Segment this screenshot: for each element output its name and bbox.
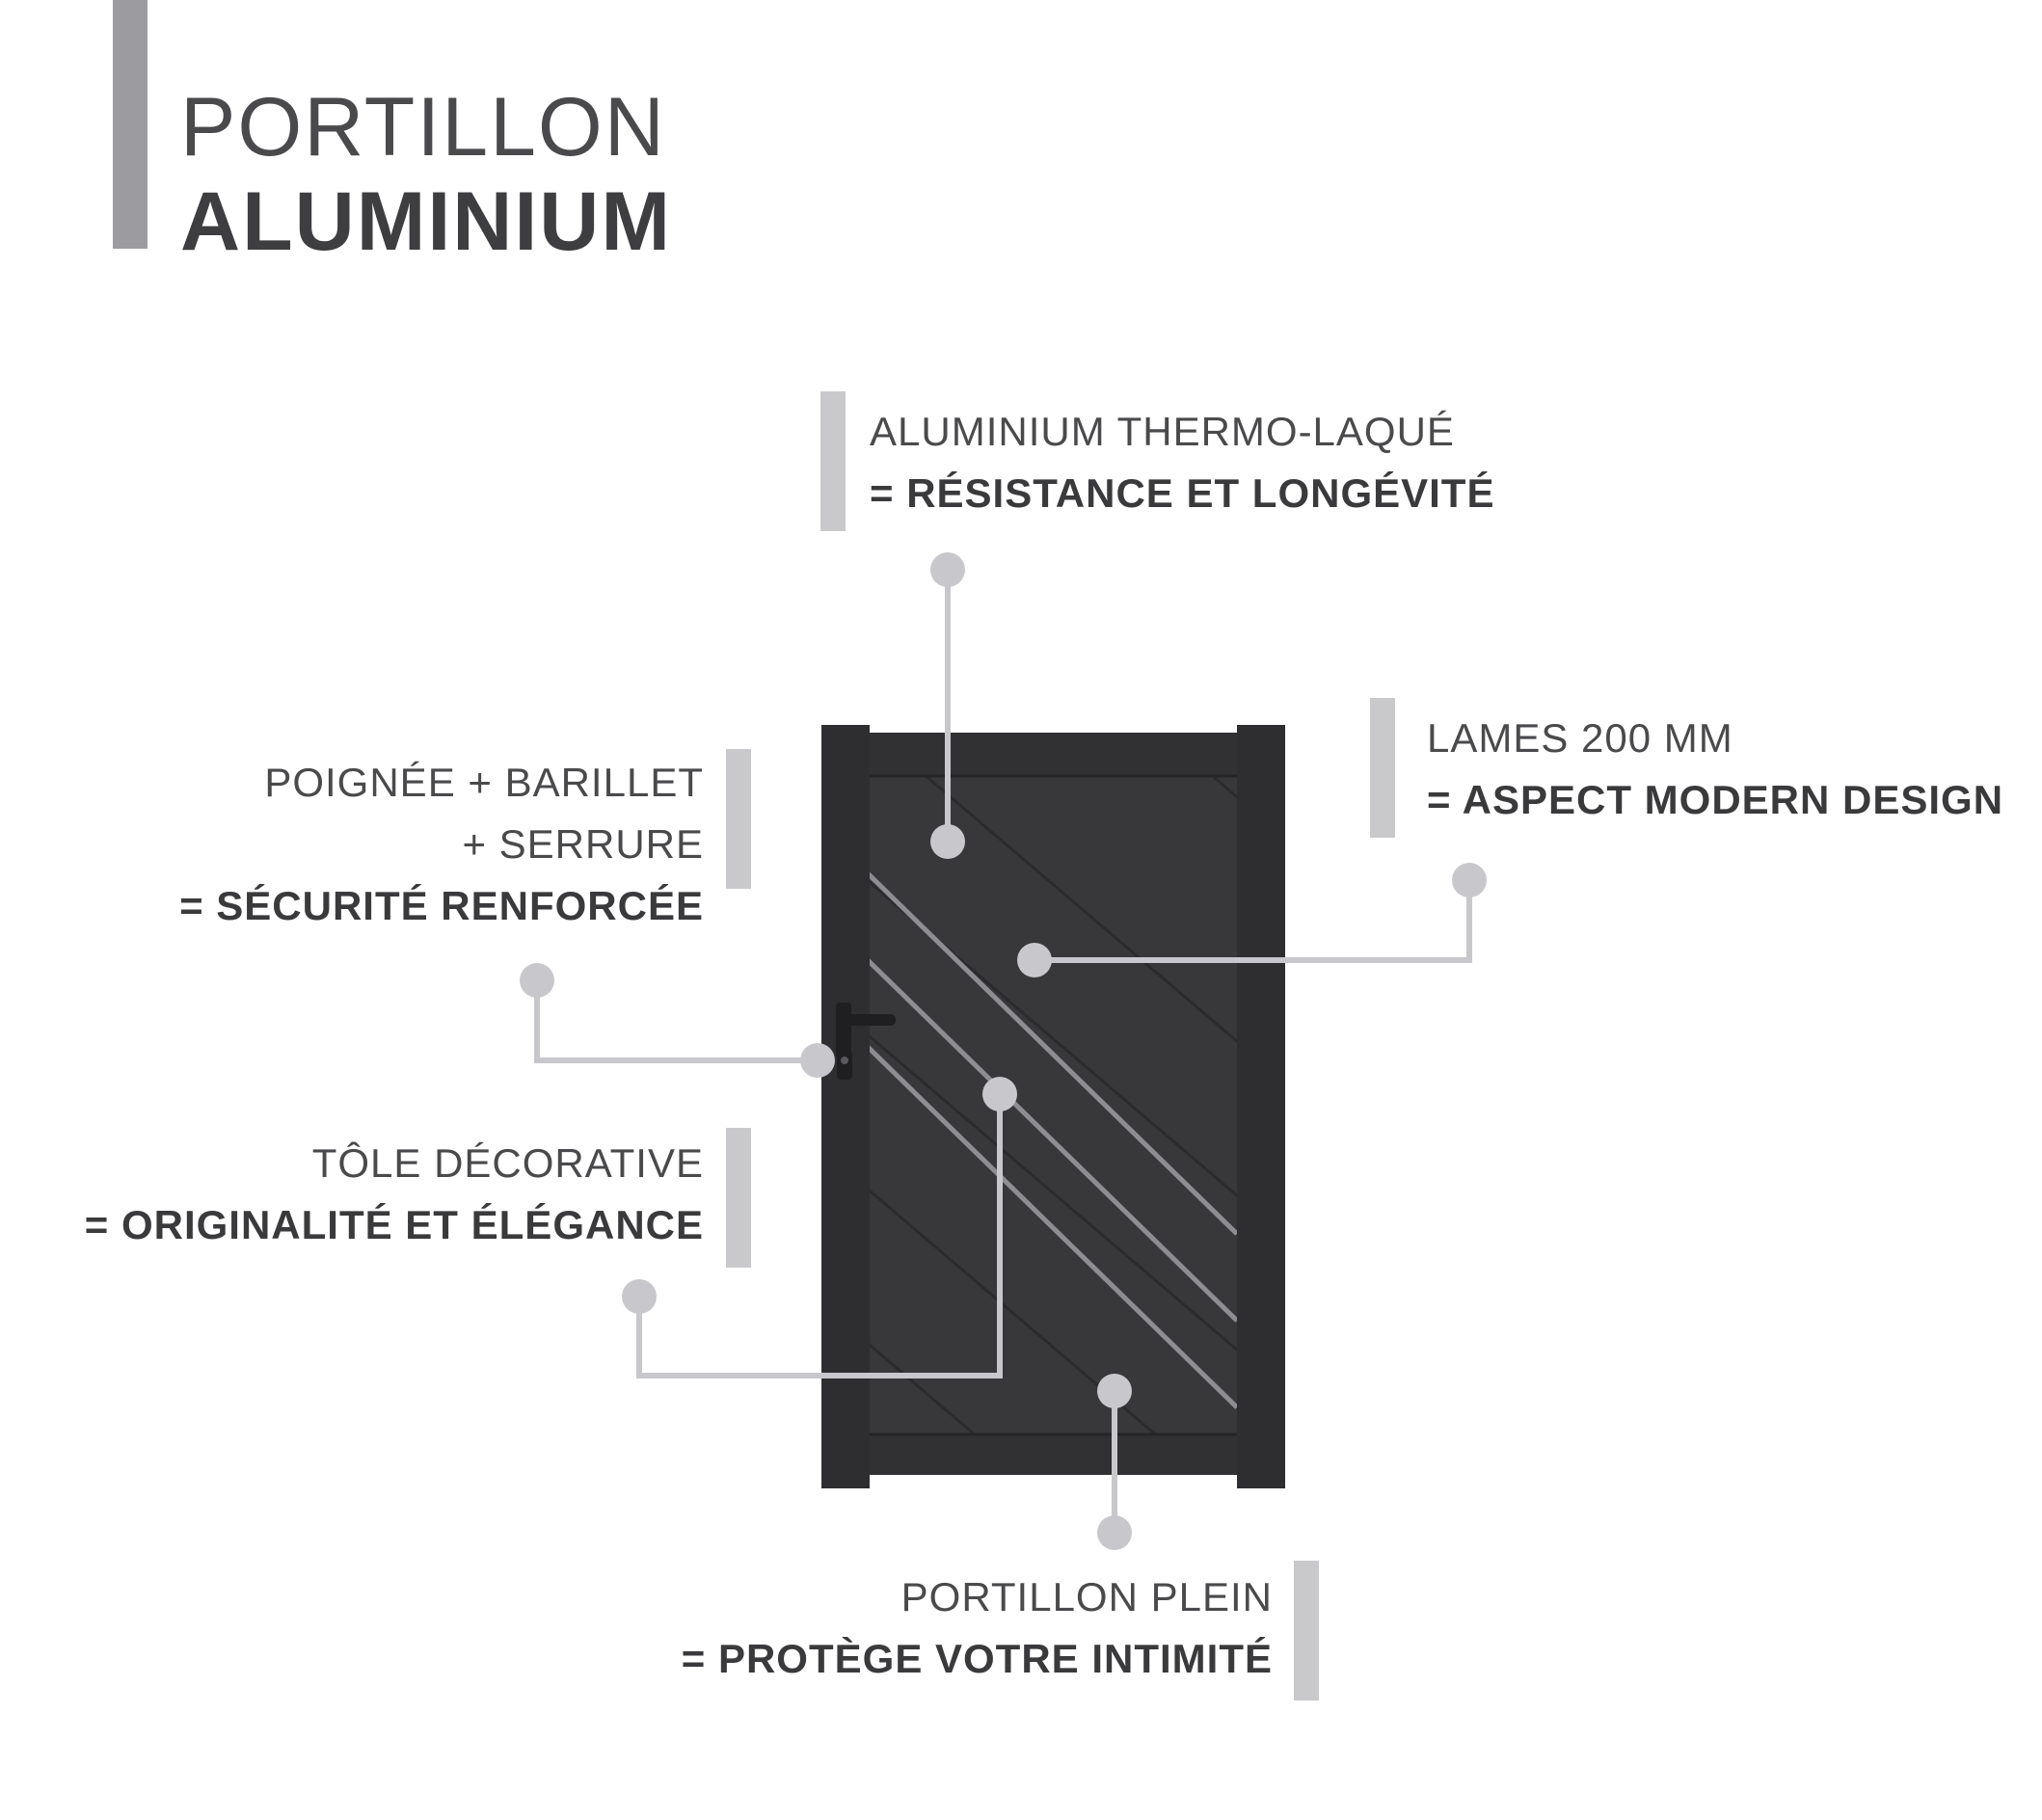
page-title-line1: PORTILLON xyxy=(180,81,666,174)
callout-aluminium: ALUMINIUM THERMO-LAQUÉ = RÉSISTANCE ET L… xyxy=(870,401,1494,524)
decorative-strips xyxy=(868,871,1237,1409)
callout-plein: PORTILLON PLEIN = PROTÈGE VOTRE INTIMITÉ xyxy=(682,1566,1273,1690)
connector-tole xyxy=(636,1096,1003,1378)
callout-poignee: POIGNÉE + BARILLET + SERRURE = SÉCURITÉ … xyxy=(179,752,704,937)
door-handle-icon xyxy=(836,1003,896,1080)
connector-dot xyxy=(800,1043,835,1078)
page-title-line2: ALUMINIUM xyxy=(180,175,673,268)
callout-aluminium-benefit: = RÉSISTANCE ET LONGÉVITÉ xyxy=(870,470,1495,516)
title-accent-bar xyxy=(113,0,148,249)
callout-poignee-bar xyxy=(726,749,751,889)
connector-lames xyxy=(1034,880,1472,963)
connector-dot xyxy=(1097,1374,1132,1408)
callout-poignee-label-line2: + SERRURE xyxy=(462,821,704,867)
connector-dot xyxy=(930,552,965,587)
gate-bottom-rail xyxy=(868,1434,1237,1475)
callout-poignee-benefit: = SÉCURITÉ RENFORCÉE xyxy=(179,883,704,928)
callout-tole: TÔLE DÉCORATIVE = ORIGINALITÉ ET ÉLÉGANC… xyxy=(85,1133,704,1256)
callout-tole-benefit: = ORIGINALITÉ ET ÉLÉGANCE xyxy=(84,1202,704,1247)
gate-slats xyxy=(868,776,1237,1434)
gate-right-post xyxy=(1237,725,1285,1488)
connector-dots xyxy=(520,552,1487,1550)
callout-tole-bar xyxy=(726,1128,751,1268)
gate-panel xyxy=(868,776,1237,1434)
connector-poignee xyxy=(534,980,818,1063)
callout-plein-benefit: = PROTÈGE VOTRE INTIMITÉ xyxy=(681,1636,1273,1681)
connector-dot xyxy=(982,1077,1017,1111)
callout-plein-bar xyxy=(1294,1561,1319,1700)
callout-lames-benefit: = ASPECT MODERN DESIGN xyxy=(1427,777,2004,822)
callout-lames-bar xyxy=(1370,698,1395,838)
connector-dot xyxy=(930,824,965,859)
callout-poignee-label-line1: POIGNÉE + BARILLET xyxy=(264,760,704,805)
callout-lames: LAMES 200 MM = ASPECT MODERN DESIGN xyxy=(1427,708,2003,831)
callout-aluminium-bar xyxy=(820,391,846,531)
connector-dot xyxy=(1452,863,1487,897)
connector-dot xyxy=(1017,943,1052,977)
connector-dot xyxy=(622,1279,657,1314)
connector-dot xyxy=(1097,1515,1132,1550)
callout-lames-label: LAMES 200 MM xyxy=(1427,715,1733,761)
gate-left-post xyxy=(821,725,870,1488)
callout-plein-label: PORTILLON PLEIN xyxy=(900,1574,1273,1619)
callout-tole-label: TÔLE DÉCORATIVE xyxy=(311,1140,704,1186)
callout-aluminium-label: ALUMINIUM THERMO-LAQUÉ xyxy=(870,409,1455,454)
connector-lines xyxy=(534,570,1472,1533)
connector-dot xyxy=(520,963,554,998)
gate-illustration xyxy=(821,725,1285,1488)
gate-top-rail xyxy=(868,733,1237,776)
